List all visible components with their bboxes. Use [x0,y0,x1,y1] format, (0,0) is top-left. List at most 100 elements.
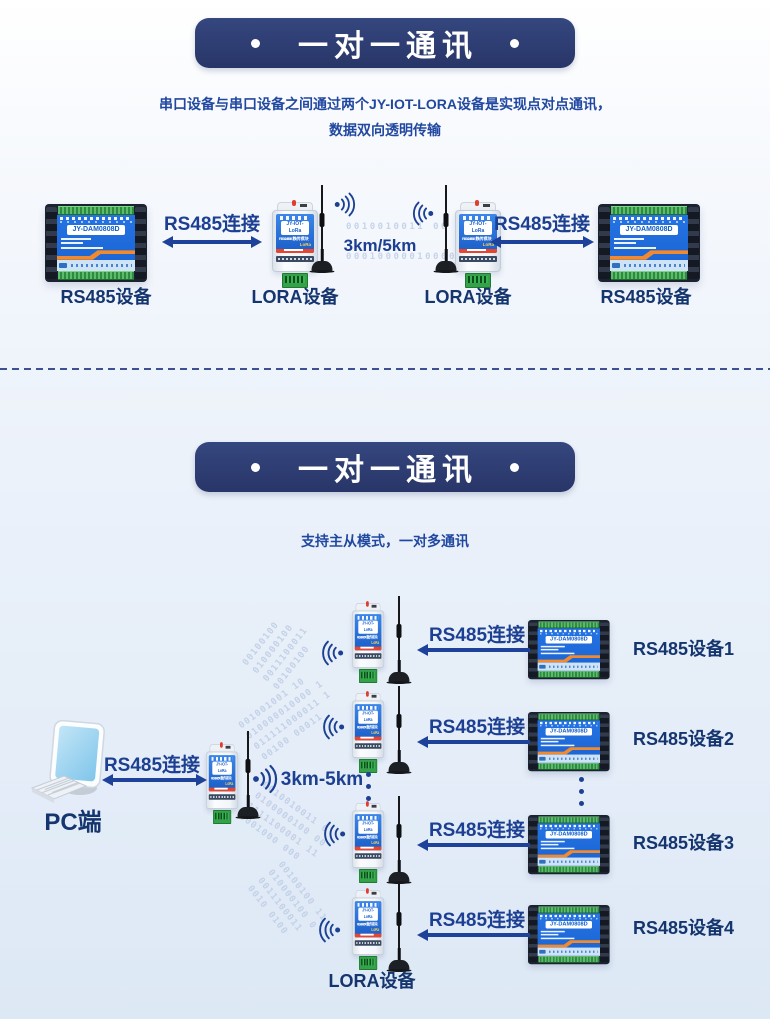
terminal-strip-top [538,906,600,914]
device-faceplate: JY-IOT-LoRa LORA数传模块 RS485 Tx LoRa [354,901,382,938]
relay-icons [613,217,685,220]
terminal-block [213,810,232,824]
spec-line [61,242,83,244]
device-top-cap [355,888,381,898]
spec-line [540,937,575,939]
indicator-strip [537,857,600,866]
antenna-sleeve [396,714,402,728]
model-label: JY-DAM0808D [545,635,592,644]
model-label: JY-IOT-LoRa [358,820,378,834]
lora-device-module: JY-IOT-LoRa LORA数传模块 RS485 Tx LoRa [352,601,385,683]
waves-right-rx [408,200,435,227]
hub-link-label: RS485连接 [103,755,201,776]
status-icons [463,216,493,220]
top-button [300,204,307,207]
din-rail-left [528,907,538,962]
antenna-connector [366,601,369,607]
rs485-device-2: JY-DAM0808D [528,712,610,772]
terminal-strip-bottom [538,670,600,678]
din-rail-right [600,817,609,872]
spec-line [540,840,565,842]
top-button [225,745,231,749]
terminal-labels [540,827,598,830]
antenna-icon [384,596,414,684]
port-label: RS485 Tx [279,236,298,241]
din-rail-right [600,907,609,962]
section1-title: 一对一通讯 [298,30,478,63]
row3-link-label: RS485连接 [428,820,526,841]
bullet-dot-right [510,462,519,472]
din-rail-left [528,714,538,769]
spec-line [540,652,575,654]
model-label: JY-DAM0808D [67,225,125,235]
rs485-device-right: JY-DAM0808D [598,204,700,282]
section2-title: 一对一通讯 [298,454,478,487]
device-top-cap [277,200,313,210]
orange-stripe [537,747,600,755]
section-divider [0,368,770,370]
spec-bar [354,743,382,749]
terminal-block [359,869,378,883]
section1-description-line1: 串口设备与串口设备之间通过两个JY-IOT-LORA设备是实现点对点通讯， [159,96,611,112]
top-button [371,694,377,698]
brand-label: LoRa [371,840,380,845]
waves-left-tx [333,191,360,218]
port-label: RS485 Tx [210,775,224,781]
wireless-signal-icon [253,764,278,794]
spec-bar [354,940,382,946]
indicator-strip [537,947,600,956]
lora-device-module: JY-IOT-LoRa LORA数传模块 RS485 Tx LoRa [272,200,318,288]
orange-stripe [537,655,600,663]
antenna-neck [444,249,448,264]
antenna-connector [292,200,297,206]
red-stripe [354,736,382,741]
model-label: JY-IOT-LoRa [281,221,309,235]
rs485-device-module: JY-DAM0808D [528,815,610,875]
antenna-icon [384,686,414,774]
brand-label: LoRa [299,242,311,247]
waves-node4 [314,916,342,944]
orange-stripe [57,250,135,260]
device-faceplate: JY-IOT-LoRa LORA数传模块 RS485 Tx LoRa [276,214,314,253]
row4-device-label: RS485设备4 [633,918,735,938]
spec-bar [354,853,382,859]
row1-arrow [428,648,530,652]
antenna-right [431,185,461,273]
device-top-cap [209,742,235,752]
spec-bar [459,256,497,262]
antenna-icon [233,731,263,819]
label-lora-device-bottom: LORA设备 [328,971,416,991]
spec-bar [208,794,236,800]
rs485-device-1: JY-DAM0808D [528,620,610,680]
terminal-strip-bottom [538,865,600,873]
red-stripe [354,846,382,851]
device-top-cap [460,200,496,210]
spec-line [540,847,575,849]
terminal-strip-top [58,206,134,215]
spec-line [614,237,644,240]
pc-label: PC端 [44,809,102,836]
red-stripe [208,787,236,792]
brand-label: LoRa [225,781,234,786]
port-label: RS485 Tx [356,834,370,840]
device-shell: JY-IOT-LoRa LORA数传模块 RS485 Tx LoRa [272,210,318,272]
orange-stripe [537,850,600,858]
din-rail-right [688,207,699,279]
label-rs485-device-left: RS485设备 [60,287,152,307]
wireless-signal-icon [323,714,345,740]
antenna-node2 [384,686,414,774]
port-label: RS485 Tx [356,921,370,927]
model-label: JY-DAM0808D [545,727,592,736]
hub-distance-label: 3km-5km [280,769,364,790]
antenna-base [386,872,412,884]
binary-decoration-1: 0010010011 00 [346,222,449,232]
waves-node2 [318,713,346,741]
port-label: RS485 Tx [462,236,481,241]
module-subtitle: LORA数传模块 [212,775,232,781]
antenna-hub [233,731,263,819]
section1-description-line2: 数据双向透明传输 [329,122,441,138]
lora-device-node3: JY-IOT-LoRa LORA数传模块 RS485 Tx LoRa [352,801,385,883]
din-rail-right [600,622,609,677]
wireless-signal-icon [412,201,434,226]
terminal-block [282,273,308,288]
